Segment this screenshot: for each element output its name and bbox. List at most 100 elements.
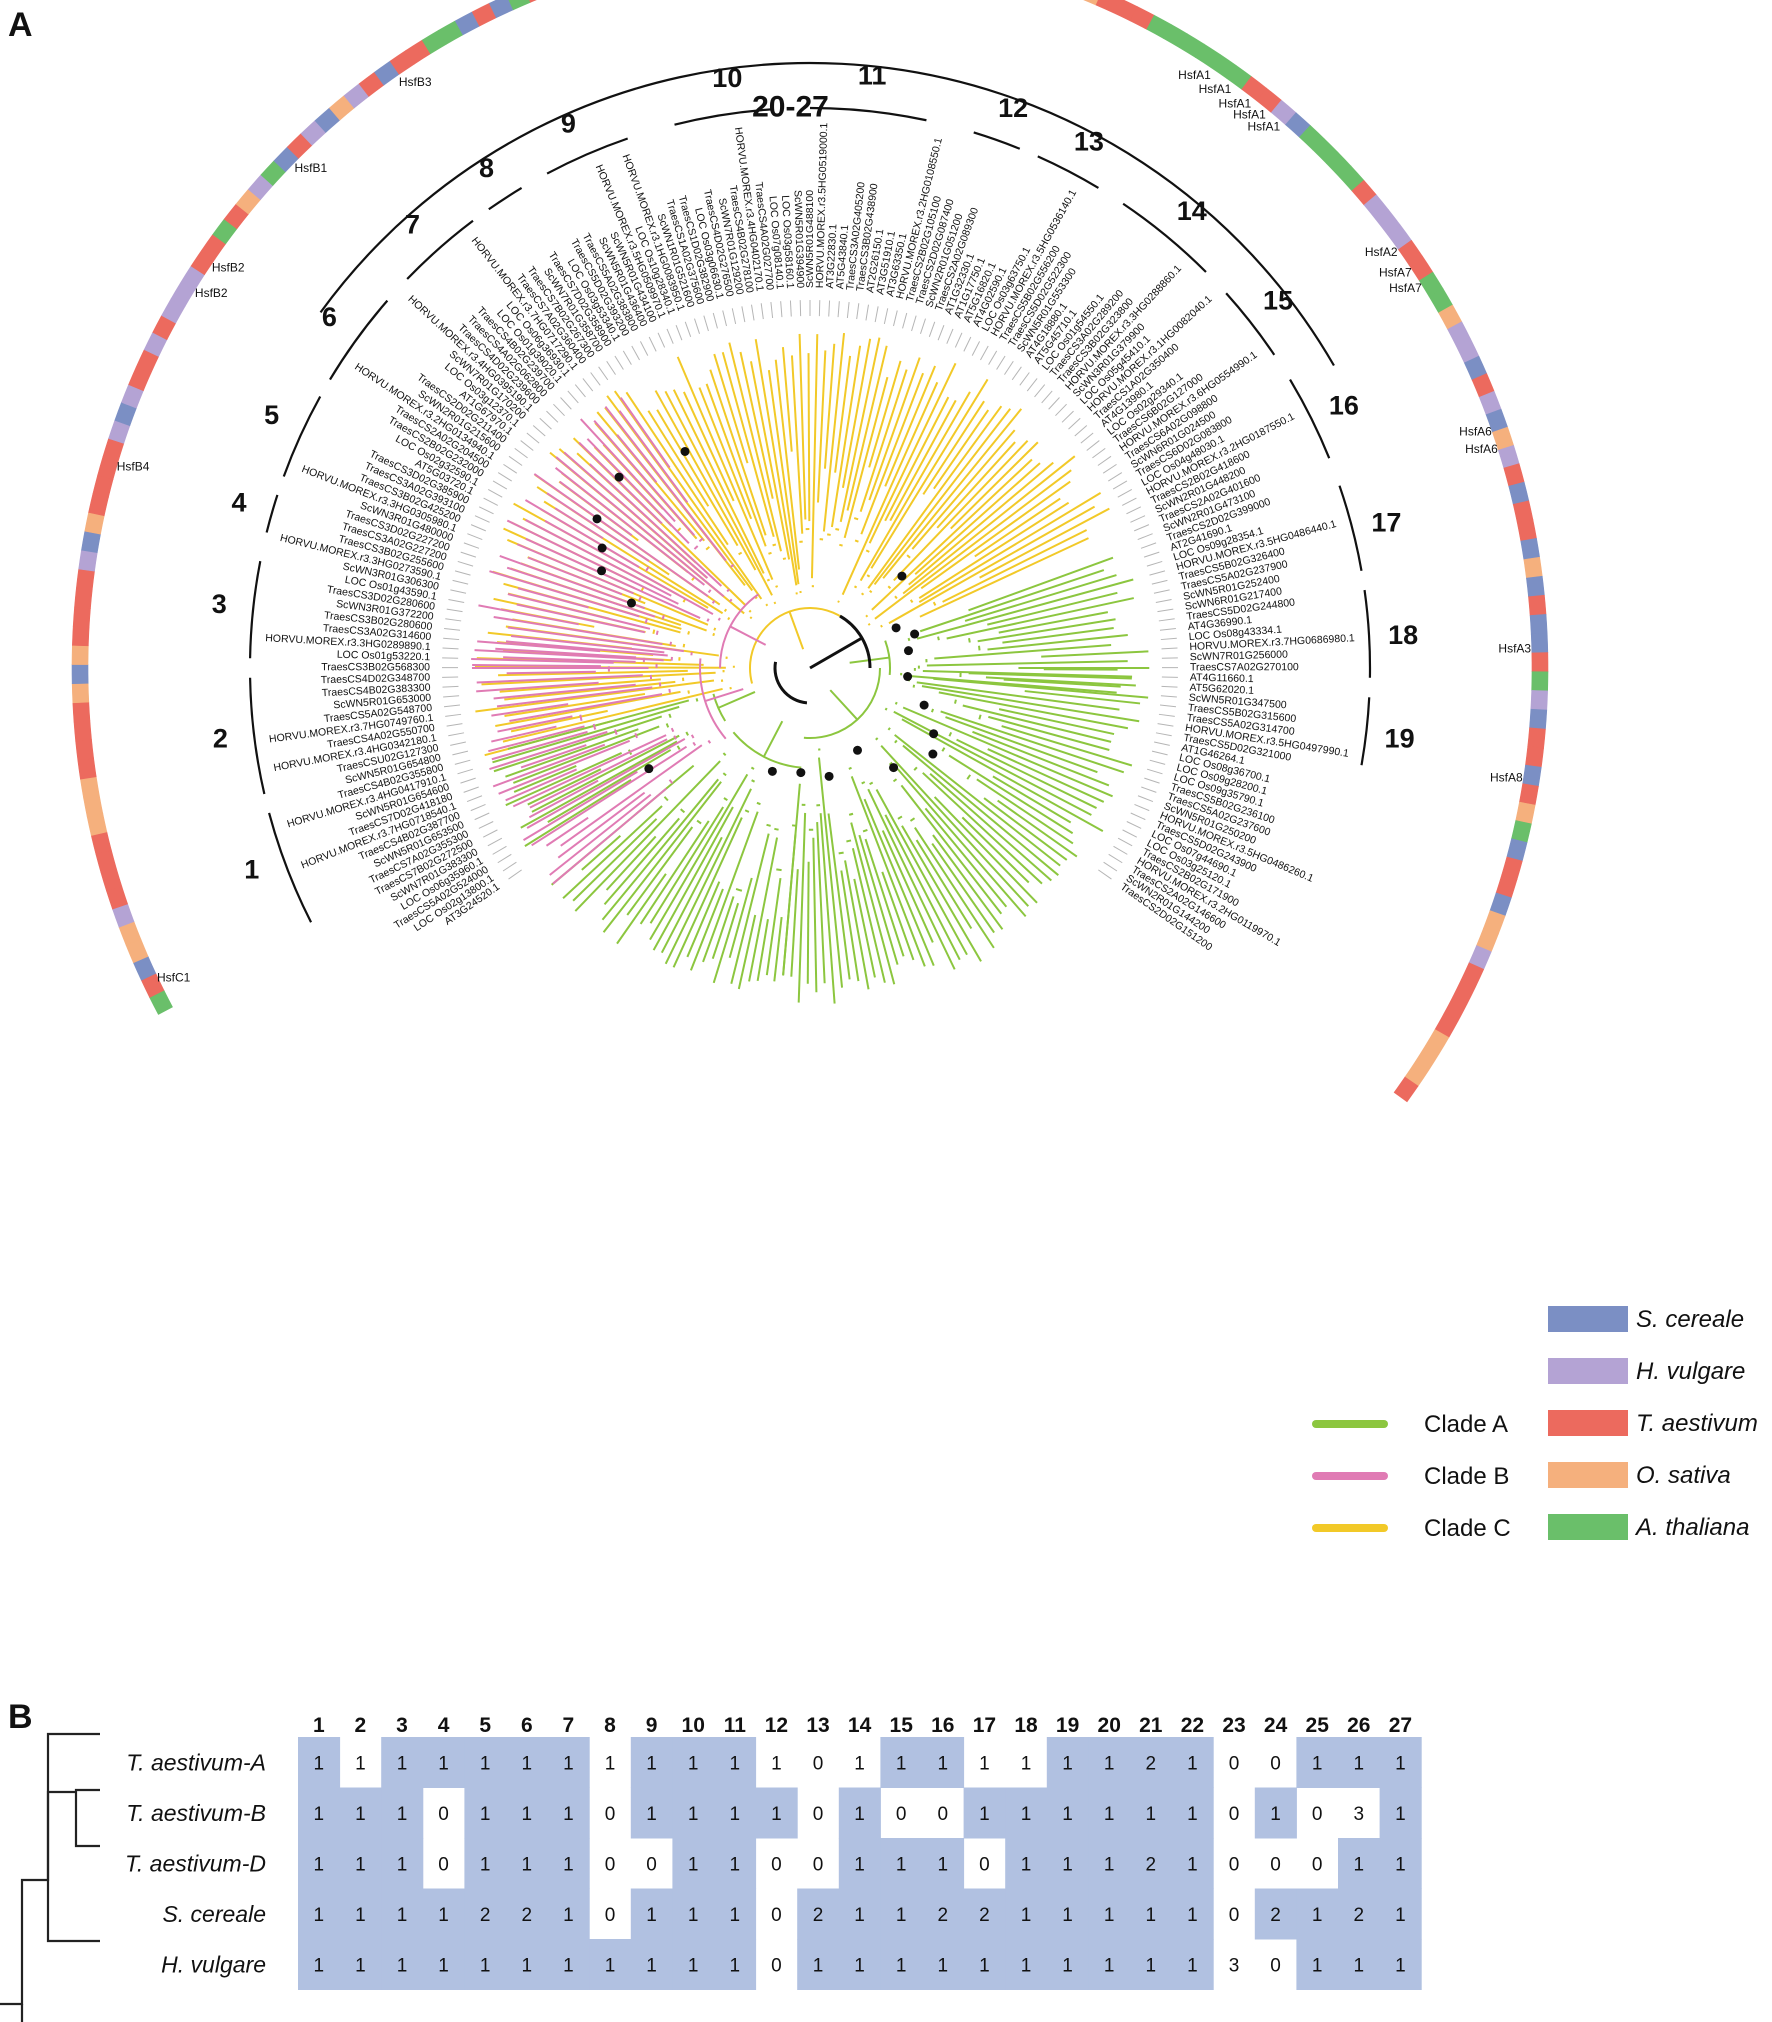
hsf-ring-label: HsfA8 — [1490, 770, 1523, 784]
table-cell-value: 0 — [1229, 1854, 1240, 1875]
subfamily-bracket — [319, 61, 1335, 367]
tree-branch — [649, 773, 749, 941]
column-header: 20 — [1098, 1714, 1121, 1737]
table-cell-fill — [506, 1737, 549, 1788]
tree-branch — [919, 537, 1089, 618]
table-cell-value: 0 — [646, 1854, 657, 1875]
tree-branch — [853, 878, 876, 978]
tree-branch — [589, 463, 723, 587]
table-cell-value: 1 — [1395, 1804, 1406, 1825]
tree-branch — [880, 745, 1030, 907]
leaf-tick — [483, 497, 499, 506]
leaf-tick — [502, 861, 517, 872]
table-cell-value: 1 — [896, 1753, 907, 1774]
node-dot — [929, 729, 939, 739]
tree-branch — [709, 369, 767, 536]
table-cell-value: 0 — [771, 1854, 782, 1875]
tree-arc — [948, 731, 953, 737]
column-header: 22 — [1181, 1714, 1204, 1737]
table-cell-value: 1 — [854, 1854, 865, 1875]
tree-branch — [728, 877, 753, 959]
tree-branch — [471, 657, 614, 664]
subfamily-number: 17 — [1371, 507, 1401, 537]
tree-branch — [931, 843, 995, 934]
table-cell-fill — [506, 1838, 549, 1889]
subfamily-number: 13 — [1074, 127, 1104, 157]
table-cell-value: 1 — [854, 1905, 865, 1926]
tree-branch — [822, 332, 846, 532]
leaf-tick — [478, 821, 494, 829]
ring-segment — [1516, 519, 1537, 542]
tree-branch — [983, 797, 1068, 861]
tree-arc — [754, 596, 758, 600]
hsf-ring-label: HsfA1 — [1233, 108, 1266, 122]
node-dot — [597, 543, 607, 553]
tree-arc — [705, 546, 711, 551]
table-cell-fill — [1088, 1888, 1131, 1940]
hsf-ring-label: HsfA6 — [1459, 425, 1492, 439]
table-cell-fill — [1088, 1737, 1131, 1788]
table-cell-fill — [1379, 1939, 1422, 1990]
tree-arc — [692, 741, 697, 746]
table-cell-fill — [672, 1787, 715, 1839]
tree-arc — [897, 815, 903, 820]
leaf-tick — [442, 647, 459, 650]
tree-branch — [812, 837, 818, 993]
tree-branch — [881, 871, 915, 961]
table-cell-value: 1 — [480, 1854, 491, 1875]
hsf-ring-label: HsfA1 — [1219, 96, 1252, 110]
subfamily-bracket — [265, 494, 279, 533]
tree-branch — [850, 822, 896, 985]
tree-branch — [505, 640, 668, 657]
tree-branch — [686, 881, 721, 958]
table-cell-fill — [1171, 1838, 1214, 1889]
leaf-tick — [460, 777, 476, 784]
hsf-ring-label: HsfA1 — [1178, 68, 1211, 82]
table-cell-fill — [422, 1888, 465, 1940]
leaf-tick — [988, 350, 998, 365]
column-header: 5 — [479, 1714, 491, 1737]
tree-branch — [765, 877, 782, 976]
tree-arc — [668, 779, 674, 785]
tree-branch — [987, 748, 1105, 803]
table-cell-fill — [1130, 1838, 1173, 1889]
ring-segment — [73, 720, 92, 742]
table-cell-value: 1 — [979, 1955, 990, 1976]
species-swatch — [1548, 1462, 1628, 1488]
column-header: 18 — [1014, 1714, 1038, 1737]
subfamily-number: 7 — [405, 210, 420, 240]
tree-arc — [888, 761, 893, 766]
table-cell-fill — [714, 1838, 757, 1889]
leaf-tick — [470, 524, 487, 532]
ring-segment — [1393, 1076, 1419, 1103]
leaf-tick — [770, 302, 774, 319]
tree-branch — [846, 345, 888, 511]
ring-segment — [1529, 614, 1548, 635]
leaf-tick — [1103, 861, 1118, 872]
table-cell-fill — [1130, 1939, 1173, 1990]
leaf-tick — [971, 341, 981, 356]
tree-branch — [884, 814, 961, 961]
leaf-ticks — [441, 300, 1179, 880]
leaf-tick — [532, 425, 546, 437]
table-cell-fill — [547, 1888, 590, 1940]
table-cell-value: 3 — [1354, 1804, 1365, 1825]
column-header: 16 — [931, 1714, 954, 1737]
leaf-tick — [1144, 777, 1160, 784]
tree-arc — [968, 637, 971, 643]
table-cell-value: 1 — [771, 1753, 782, 1774]
ring-segment — [1083, 0, 1099, 6]
subfamily-bracket — [248, 560, 262, 659]
leaf-tick — [1154, 741, 1170, 746]
tree-branch — [489, 730, 608, 771]
table-cell-value: 1 — [1395, 1854, 1406, 1875]
leaf-tick — [1086, 440, 1100, 451]
table-cell-value: 0 — [605, 1854, 616, 1875]
leaf-tick — [928, 321, 936, 338]
tree-branch — [858, 834, 899, 965]
tree-branch — [711, 896, 735, 959]
leaf-tick — [1153, 589, 1170, 594]
table-cell-fill — [880, 1838, 923, 1889]
leaf-tick — [963, 336, 972, 352]
